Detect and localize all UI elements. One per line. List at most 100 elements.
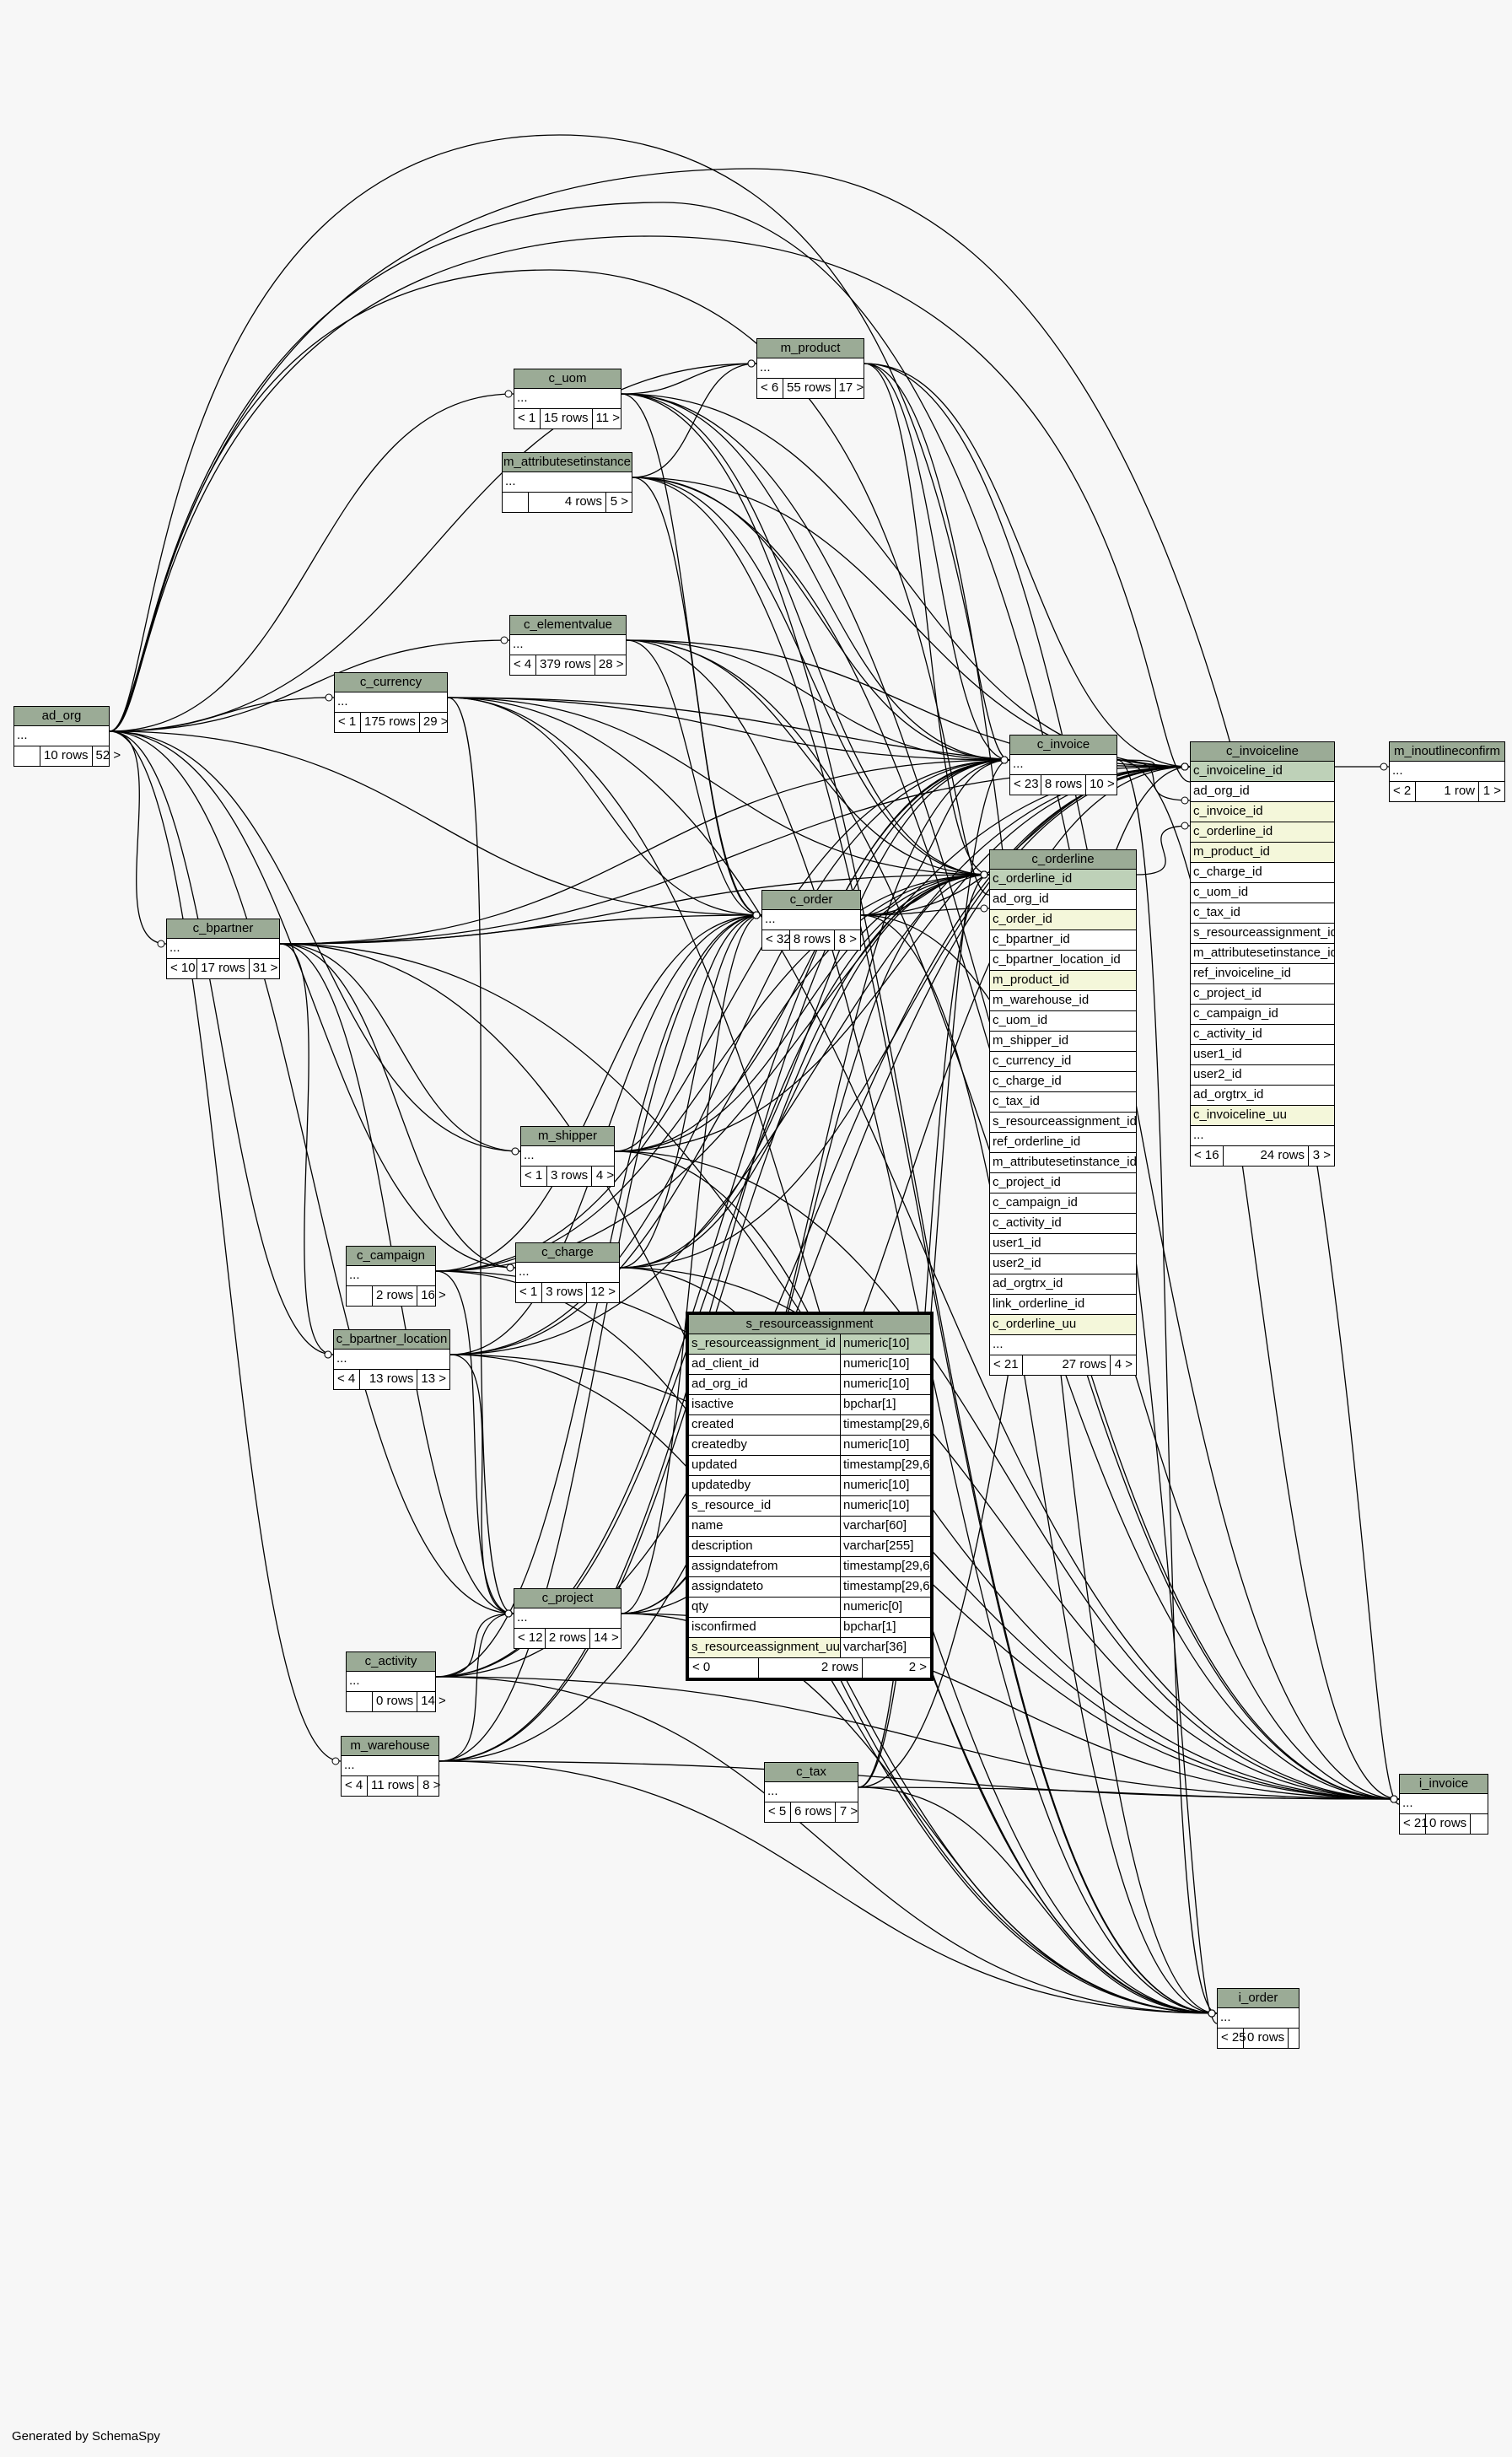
column[interactable]: user2_id [990, 1254, 1136, 1274]
table-c-invoice[interactable]: c_invoice... < 23 8 rows 10 > [1009, 735, 1117, 795]
column[interactable]: user2_id [1191, 1065, 1334, 1086]
table-s-resourceassignment[interactable]: s_resourceassignment s_resourceassignmen… [686, 1312, 934, 1681]
column[interactable]: c_activity_id [1191, 1025, 1334, 1045]
table-m-shipper[interactable]: m_shipper... < 1 3 rows 4 > [520, 1126, 615, 1187]
column[interactable]: c_invoice_id [1191, 802, 1334, 822]
more-columns: ... [1390, 762, 1504, 782]
table-i-order[interactable]: i_order... < 25 0 rows [1217, 1988, 1299, 2049]
column-type: numeric[10] [843, 1478, 910, 1492]
column[interactable]: link_orderline_id [990, 1295, 1136, 1315]
table-i-invoice[interactable]: i_invoice... < 21 0 rows [1399, 1774, 1488, 1835]
table-m-product[interactable]: m_product... < 6 55 rows 17 > [756, 338, 864, 399]
column[interactable]: c_project_id [1191, 984, 1334, 1005]
column[interactable]: c_currency_id [990, 1052, 1136, 1072]
column-type: numeric[0] [843, 1599, 903, 1614]
children-count: 14 > [594, 1630, 619, 1645]
column[interactable]: c_tax_id [990, 1092, 1136, 1113]
table-c-campaign[interactable]: c_campaign... 2 rows 16 > [346, 1246, 446, 1307]
column[interactable]: c_tax_id [1191, 903, 1334, 924]
column[interactable]: c_orderline_id [990, 870, 1136, 890]
table-header: s_resourceassignment [689, 1315, 930, 1334]
relationship-edge [621, 363, 757, 395]
row-count: 379 rows [536, 655, 595, 675]
relationship-edge [439, 1613, 514, 1762]
table-c-project[interactable]: c_project... < 12 2 rows 14 > [514, 1588, 621, 1649]
table-c-currency[interactable]: c_currency... < 1 175 rows 29 > [334, 672, 449, 733]
table-c-bpartner[interactable]: c_bpartner... < 10 17 rows 31 > [166, 919, 280, 979]
column[interactable]: m_product_id [990, 971, 1136, 991]
relationship-edge [439, 914, 762, 1762]
row-count: 0 rows [1426, 1814, 1472, 1834]
table-c-charge[interactable]: c_charge... < 1 3 rows 12 > [515, 1242, 620, 1303]
table-c-order[interactable]: c_order... < 32 8 rows 8 > [761, 890, 861, 951]
table-c-activity[interactable]: c_activity... 0 rows 14 > [346, 1651, 446, 1712]
table-m-inoutlineconfirm[interactable]: m_inoutlineconfirm... < 2 1 row 1 > [1389, 741, 1505, 802]
table-c-tax[interactable]: c_tax... < 5 6 rows 7 > [764, 1762, 858, 1823]
column[interactable]: c_order_id [990, 910, 1136, 930]
column[interactable]: c_charge_id [990, 1072, 1136, 1092]
column[interactable]: m_warehouse_id [990, 991, 1136, 1011]
column[interactable]: c_campaign_id [1191, 1005, 1334, 1025]
more-columns: ... [14, 726, 109, 746]
column[interactable]: c_orderline_uu [990, 1315, 1136, 1335]
column[interactable]: ref_orderline_id [990, 1133, 1136, 1153]
table-c-uom[interactable]: c_uom... < 1 15 rows 11 > [514, 369, 621, 429]
table-c-elementvalue[interactable]: c_elementvalue... < 4 379 rows 28 > [509, 615, 627, 676]
relationship-edge [109, 639, 510, 732]
column[interactable]: ref_invoiceline_id [1191, 964, 1334, 984]
relationship-edge [109, 393, 514, 732]
column[interactable]: ad_orgtrx_id [1191, 1086, 1334, 1106]
row-count: 0 rows [1244, 2029, 1289, 2048]
column[interactable]: c_activity_id [990, 1214, 1136, 1234]
column[interactable]: m_attributesetinstance_id [990, 1153, 1136, 1173]
column[interactable]: s_resourceassignment_id [990, 1113, 1136, 1133]
column[interactable]: c_orderline_id [1191, 822, 1334, 843]
column[interactable]: c_campaign_id [990, 1193, 1136, 1214]
table-m-attributesetinstance[interactable]: m_attributesetinstance... 4 rows 5 > [502, 452, 632, 513]
column[interactable]: m_product_id [1191, 843, 1334, 863]
table-ad-org[interactable]: ad_org... 10 rows 52 > [13, 706, 121, 767]
relationship-edge [439, 759, 1010, 1762]
column[interactable]: ad_org_id [1191, 782, 1334, 802]
more-columns: ... [762, 910, 860, 930]
column[interactable]: c_project_id [990, 1173, 1136, 1193]
column[interactable]: c_invoiceline_id [1191, 762, 1334, 782]
table-m-warehouse[interactable]: m_warehouse... < 4 11 rows 8 > [341, 1736, 440, 1797]
column[interactable]: ad_org_id [990, 890, 1136, 910]
column[interactable]: c_bpartner_id [990, 930, 1136, 951]
column[interactable]: c_uom_id [990, 1011, 1136, 1032]
column-name: assigndatefrom [689, 1557, 841, 1576]
relationship-edge [632, 477, 762, 916]
relationship-edge [860, 874, 990, 916]
column[interactable]: c_uom_id [1191, 883, 1334, 903]
column[interactable]: ad_orgtrx_id [990, 1274, 1136, 1295]
table-c-bpartner-location[interactable]: c_bpartner_location... < 4 13 rows 13 > [333, 1329, 450, 1390]
column[interactable]: m_shipper_id [990, 1032, 1136, 1052]
column[interactable]: user1_id [1191, 1045, 1334, 1065]
column[interactable]: c_charge_id [1191, 863, 1334, 883]
table-header: c_campaign [347, 1247, 435, 1266]
column[interactable]: s_resourceassignment_id [1191, 924, 1334, 944]
column[interactable]: c_bpartner_location_id [990, 951, 1136, 971]
column[interactable]: user1_id [990, 1234, 1136, 1254]
column[interactable]: c_invoiceline_uu [1191, 1106, 1334, 1126]
column[interactable]: m_attributesetinstance_id [1191, 944, 1334, 964]
